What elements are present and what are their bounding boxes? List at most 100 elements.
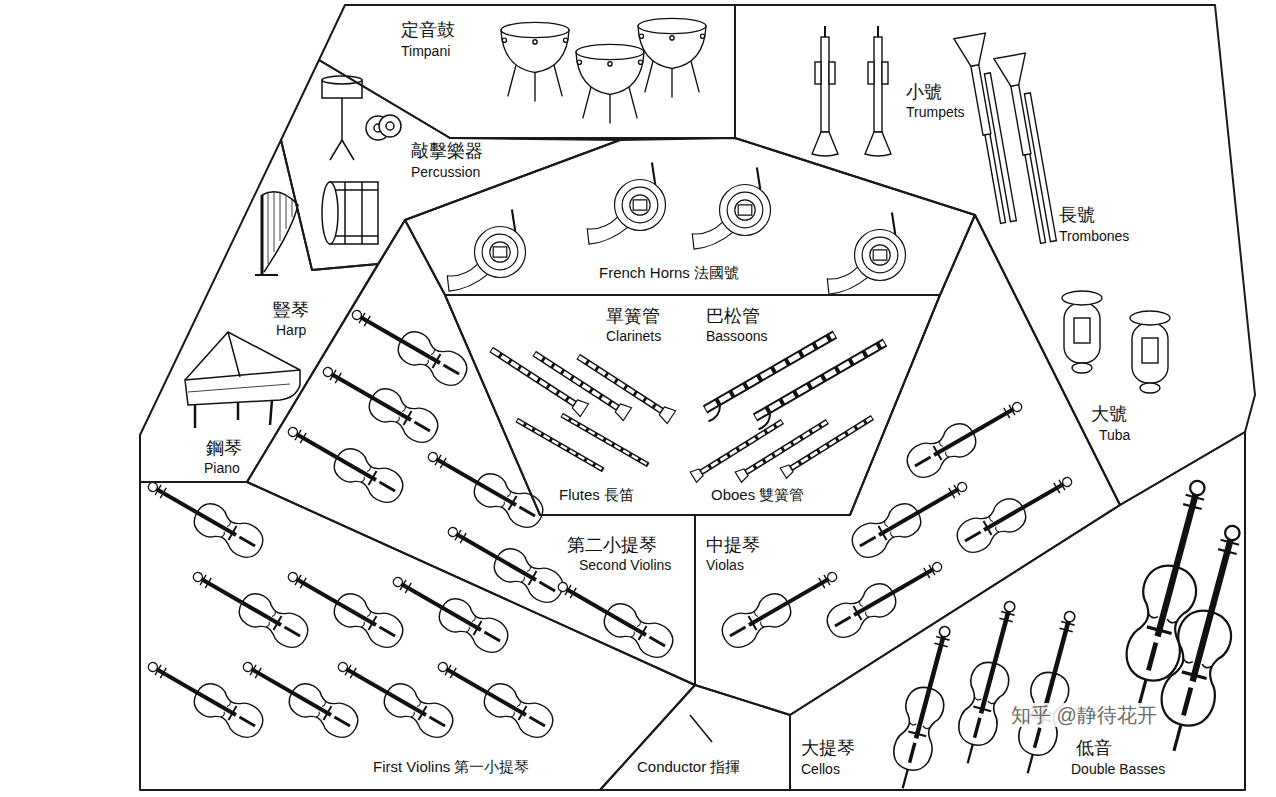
- section-label: 定音鼓: [400, 20, 456, 42]
- section-label: Violas: [705, 557, 745, 574]
- flute-drawing: [517, 420, 604, 470]
- section-label: 巴松管: [705, 306, 761, 328]
- horn-drawing: [827, 213, 905, 295]
- violin-drawing: [421, 440, 549, 533]
- harp-piano-area: 豎琴Harp 鋼琴Piano: [140, 140, 378, 482]
- cello-bass-area: 大提琴Cellos 低音Double Basses: [790, 432, 1245, 790]
- french-horns: [447, 163, 905, 295]
- section-label: Flutes 長笛: [558, 486, 635, 504]
- violin-drawing: [141, 470, 269, 563]
- violin-drawing: [281, 560, 409, 653]
- section-label: Second Violins: [578, 557, 672, 574]
- section-label: 中提琴: [705, 535, 761, 557]
- region-border: [247, 220, 695, 685]
- trumpet-drawing: [865, 26, 891, 156]
- trombone-drawing: [994, 53, 1059, 246]
- section-label: 敲擊樂器: [410, 141, 484, 163]
- violin-drawing: [316, 355, 444, 448]
- section-label: 豎琴: [272, 300, 310, 322]
- viola-drawing: [822, 550, 950, 643]
- violin-drawing: [386, 565, 514, 658]
- timpani-drums: [501, 18, 706, 123]
- piano-drawing: [185, 332, 300, 428]
- section-label: Conductor 指揮: [636, 758, 741, 776]
- double-bass-drawing: [1148, 519, 1259, 758]
- violas: [717, 390, 1080, 653]
- region-border: [600, 685, 790, 790]
- flute-drawing: [562, 415, 649, 465]
- section-label: Clarinets: [605, 328, 662, 345]
- woodwind-instruments: [487, 335, 891, 483]
- region-border: [445, 295, 940, 515]
- section-label: Bassoons: [705, 328, 768, 345]
- section-label: Cellos: [800, 761, 841, 778]
- section-label: Double Basses: [1070, 761, 1166, 778]
- region-outline: [445, 295, 940, 515]
- tuba-drawing: [1130, 311, 1170, 393]
- trumpet-drawing: [812, 26, 838, 156]
- horn-drawing: [447, 210, 525, 292]
- region-border: [140, 482, 695, 790]
- region-outline: [140, 140, 378, 482]
- viola-drawing: [717, 560, 845, 653]
- harp-drawing: [255, 191, 298, 275]
- section-label: Oboes 雙簧管: [710, 486, 805, 504]
- region-border: [405, 138, 975, 295]
- region-outline: [140, 482, 695, 790]
- first-violins: [141, 470, 559, 743]
- region-border: [790, 432, 1245, 790]
- viola-drawing: [847, 470, 975, 563]
- section-label: 第二小提琴: [566, 535, 658, 557]
- region-outline: [319, 5, 735, 138]
- region-border: [281, 60, 620, 270]
- section-label: Harp: [275, 322, 307, 339]
- brass-instruments: [812, 26, 1170, 393]
- region-border: [140, 140, 378, 482]
- section-label: Piano: [203, 460, 241, 477]
- section-label: French Horns 法國號: [598, 264, 740, 282]
- timpani-drum: [576, 44, 644, 123]
- horn-drawing: [692, 168, 770, 250]
- section-label: Trombones: [1058, 228, 1130, 245]
- tuba-drawing: [1062, 291, 1102, 373]
- violin-drawing: [281, 415, 409, 508]
- horn-area: French Horns 法國號: [405, 138, 975, 295]
- section-label: 鋼琴: [205, 438, 243, 460]
- section-label: 大號: [1090, 404, 1128, 426]
- region-border: [319, 5, 735, 138]
- section-label: 單簧管: [605, 306, 661, 328]
- section-label: Trumpets: [905, 104, 966, 121]
- first-violin-area: First Violins 第一小提琴: [140, 482, 695, 790]
- conductor-area: Conductor 指揮: [600, 685, 790, 790]
- conductor-baton: [690, 715, 712, 742]
- region-outline: [247, 220, 695, 685]
- timpani-drum: [501, 22, 569, 101]
- section-label: Timpani: [400, 43, 451, 60]
- section-label: 長號: [1058, 205, 1096, 227]
- viola-drawing: [952, 465, 1080, 558]
- region-outline: [790, 432, 1245, 790]
- violin-drawing: [431, 650, 559, 743]
- horn-drawing: [587, 163, 665, 245]
- percussion-area: 敲擊樂器Percussion: [281, 60, 620, 270]
- cello-drawing: [949, 597, 1029, 768]
- timpani-drum: [638, 18, 706, 97]
- section-label: First Violins 第一小提琴: [372, 758, 530, 776]
- section-label: 大提琴: [800, 738, 856, 760]
- violin-drawing: [441, 515, 569, 608]
- oboe-drawing: [780, 412, 875, 478]
- section-label: Tuba: [1098, 427, 1131, 444]
- viola-drawing: [902, 390, 1030, 483]
- cellos-basses: [884, 474, 1259, 793]
- section-label: Percussion: [410, 164, 481, 181]
- second-violins: [281, 298, 679, 663]
- woodwind-area: 單簧管Clarinets 巴松管BassoonsFlutes 長笛 Oboes 雙簧…: [445, 295, 940, 515]
- timpani-area: 定音鼓Timpani: [319, 5, 735, 138]
- section-label: 低音: [1075, 738, 1113, 760]
- watermark: 知乎 @静待花开: [1010, 703, 1158, 727]
- section-label: 小號: [905, 82, 943, 104]
- clarinet-drawing: [574, 350, 675, 423]
- second-violin-area: 第二小提琴Second Violins: [247, 220, 695, 685]
